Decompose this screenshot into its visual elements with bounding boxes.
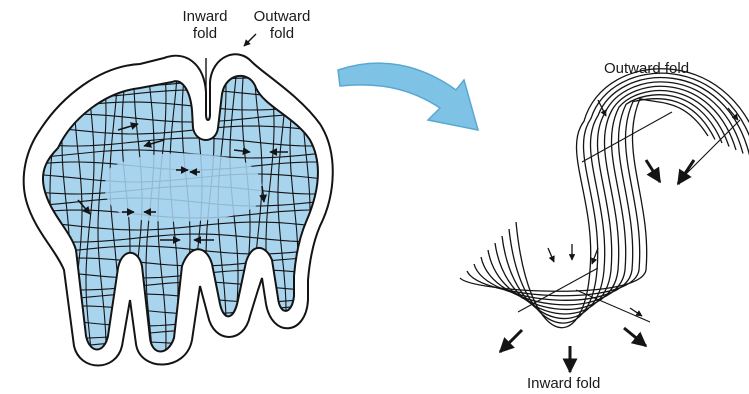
curved-arrow-icon (338, 63, 478, 130)
fold-layer-line (516, 69, 749, 328)
inward-fold-bottom-label: Inward fold (527, 375, 600, 392)
s-fold-diagram (460, 69, 749, 328)
small-arrow (630, 308, 642, 316)
thick-arrow (646, 160, 660, 182)
fold-axis-line (680, 120, 740, 180)
inward-fold-label-line2: fold (170, 25, 240, 42)
outward-fold-label-line1: Outward (242, 8, 322, 25)
thick-arrow (678, 160, 694, 184)
small-arrow (728, 108, 738, 120)
inward-fold-label-line1: Inward (170, 8, 240, 25)
outward-fold-label: Outward fold (242, 8, 322, 42)
thick-arrow (500, 330, 522, 352)
outward-fold-label-line2: fold (242, 25, 322, 42)
outward-fold-right-label: Outward fold (604, 60, 689, 77)
folded-tissue-body (0, 0, 380, 380)
inward-fold-label: Inward fold (170, 8, 240, 42)
small-arrow (548, 248, 554, 262)
s-fold-axes (518, 112, 740, 322)
fiber-line (0, 354, 380, 362)
thick-arrow (624, 328, 646, 346)
